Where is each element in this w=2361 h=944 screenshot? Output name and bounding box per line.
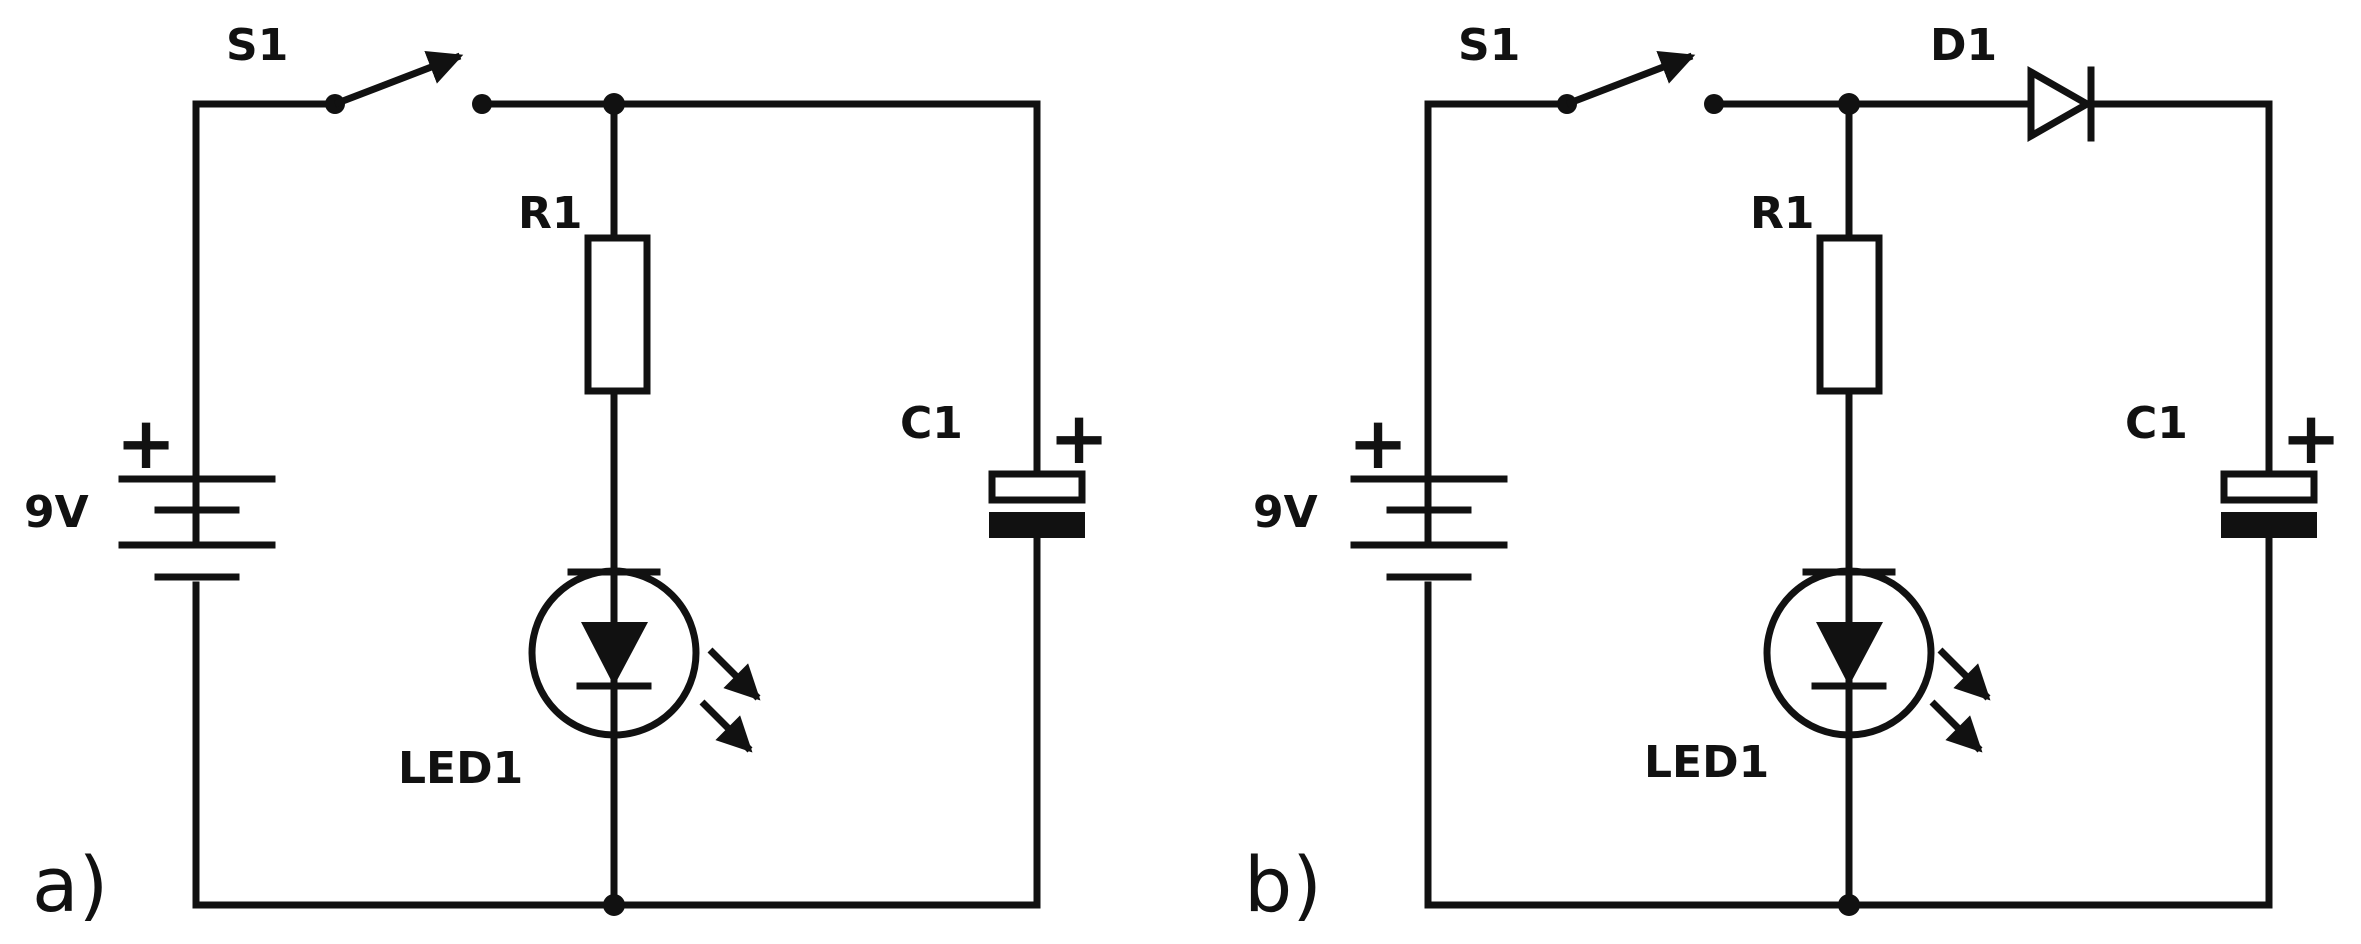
- panel-a-battery-plus: +: [116, 401, 176, 485]
- panel-b-battery: [1350, 475, 1508, 581]
- panel-a: S1 R1 LED1 + 9V: [24, 20, 1109, 929]
- panel-a-switch-label: S1: [226, 20, 288, 71]
- panel-b-battery-plus: +: [1348, 401, 1408, 485]
- panel-b-diode-d1: [2027, 65, 2095, 143]
- panel-a-capacitor-plus: +: [1049, 396, 1109, 480]
- panel-a-resistor-r1: [584, 234, 651, 395]
- panel-b-switch-label: S1: [1458, 20, 1520, 71]
- panel-b-capacitor-label: C1: [2125, 398, 2188, 449]
- panel-b-switch-s1: [1557, 50, 1724, 114]
- panel-a-label: a): [32, 840, 108, 929]
- panel-b-led1: [1763, 567, 1991, 753]
- panel-b-wires: [1424, 100, 2273, 909]
- panel-b-capacitor-c1: [2220, 470, 2318, 538]
- panel-a-wires: [192, 100, 1041, 909]
- panel-b-led-label: LED1: [1644, 737, 1769, 788]
- panel-b-diode-label: D1: [1930, 20, 1997, 71]
- panel-b-junction-top: [1838, 93, 1860, 115]
- panel-a-battery-label: 9V: [24, 487, 89, 538]
- panel-a-switch-s1: [325, 50, 492, 114]
- panel-a-junction-bottom: [603, 894, 625, 916]
- panel-a-resistor-label: R1: [518, 188, 583, 239]
- panel-b-capacitor-plus: +: [2281, 396, 2341, 480]
- panel-b-resistor-label: R1: [1750, 188, 1815, 239]
- panel-a-junction-top: [603, 93, 625, 115]
- panel-b-resistor-r1: [1816, 234, 1883, 395]
- panel-b: S1 D1 R1 LED1 +: [1244, 20, 2341, 929]
- panel-a-battery: [118, 475, 276, 581]
- panel-a-capacitor-c1: [988, 470, 1086, 538]
- panel-b-battery-label: 9V: [1253, 487, 1318, 538]
- panel-b-junction-bottom: [1838, 894, 1860, 916]
- panel-b-label: b): [1244, 840, 1322, 929]
- panel-a-led1: [528, 567, 761, 753]
- panel-a-capacitor-label: C1: [900, 398, 963, 449]
- panel-a-led-label: LED1: [398, 743, 523, 794]
